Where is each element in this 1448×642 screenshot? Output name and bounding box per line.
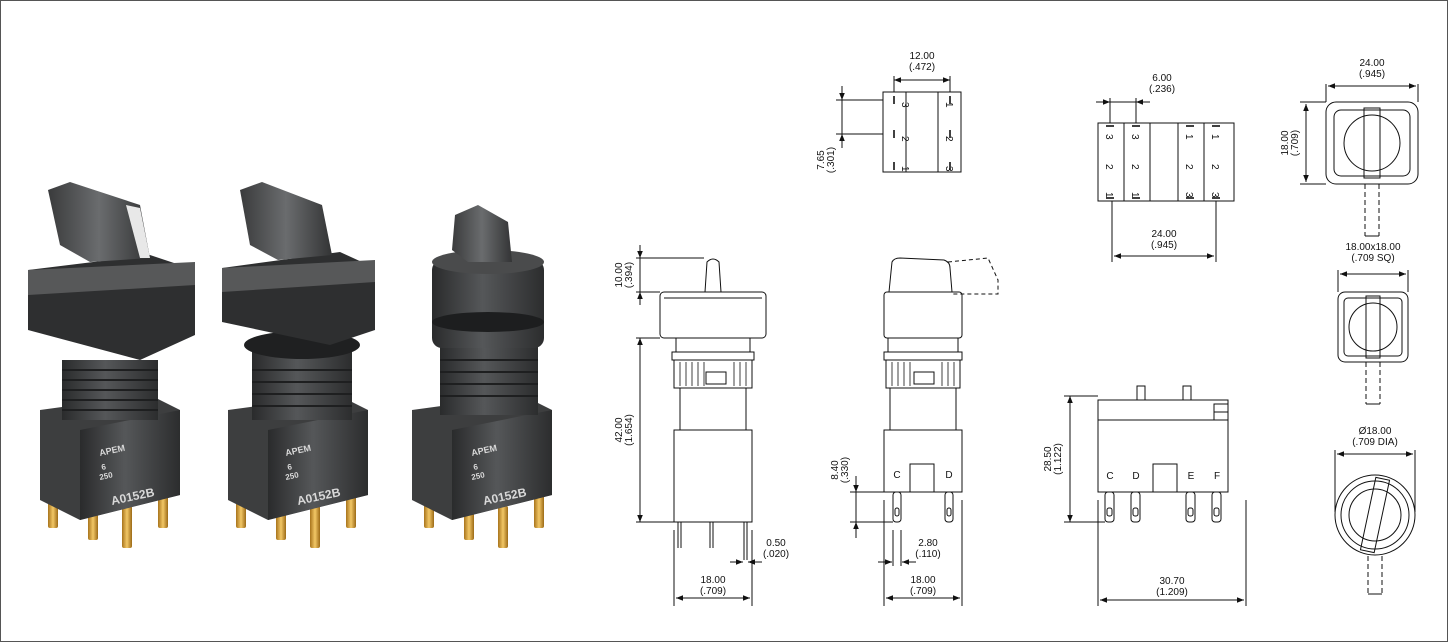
dim-front-width-in: (.709) [700,586,726,597]
switch-photo-3: APEM 6 250 A0152B [412,205,552,548]
fl-col2-pin-3: 3 [1129,134,1140,140]
footprint-large-dimensions [1096,99,1214,259]
dim-fs-pitch: 7.65 [816,150,827,170]
footprint-small [836,76,962,173]
large-pin-label-c: C [1106,471,1113,482]
dim-bezel-rect-h: 18.00 [1280,130,1291,155]
dim-bezel-rect-w-in: (.945) [1359,69,1385,80]
fs-right-pin-3: 3 [943,166,954,172]
side-view-large-dimensions [1067,396,1244,603]
fl-col1-pin-3: 3 [1103,134,1114,140]
pins-2 [236,490,356,548]
bezel-rect [1300,84,1419,237]
dim-sl-width-in: (1.209) [1156,587,1188,598]
dim-side-width: 18.00 [910,575,935,586]
dim-bezel-round: Ø18.00 [1359,426,1392,437]
dim-front-width: 18.00 [700,575,725,586]
photo-rating-bottom: 250 [471,470,486,482]
dim-knob-height: 10.00 [614,262,625,287]
dim-fs-width-in: (.472) [909,62,935,73]
dim-body-height: 42.00 [614,417,625,442]
fl-col1-pin-2: 2 [1103,164,1114,170]
dim-sl-height: 28.50 [1043,446,1054,471]
large-pin-label-d: D [1132,471,1139,482]
fs-left-pin-2: 2 [899,136,910,142]
side-view [850,257,999,606]
dim-sl-width: 30.70 [1159,576,1184,587]
fl-col4-pin-1: 1 [1209,134,1220,140]
fs-right-pin-1: 1 [943,102,954,108]
dim-pin-pitch: 2.80 [918,538,938,549]
footprint-small-dimensions [839,77,950,148]
fl-col4-pin-3: 3 [1209,192,1220,198]
fl-col1-pin-1: 1 [1103,192,1114,198]
dim-bezel-rect-w: 24.00 [1359,58,1384,69]
front-view [636,257,767,606]
photo-rating-top: 6 [101,462,108,472]
side-view-dimensions [853,476,960,601]
dim-sl-height-in: (1.122) [1053,443,1064,475]
dim-bezel-square-in: (.709 SQ) [1351,253,1394,264]
fl-col3-pin-1: 1 [1183,134,1194,140]
dim-pin-pitch-in: (.110) [915,549,940,560]
footprint-large [1097,98,1235,262]
dim-side-width-in: (.709) [910,586,936,597]
dim-pin-length-in: (.330) [840,457,851,483]
bezel-rect-dimensions [1303,83,1416,182]
fs-left-pin-3: 3 [899,102,910,108]
bezel-square [1337,270,1409,405]
dim-pin-length: 8.40 [830,460,841,480]
fs-right-pin-2: 2 [943,136,954,142]
bezel-round [1334,450,1416,595]
fl-col2-pin-1: 1 [1129,192,1140,198]
dim-fl-pitch: 6.00 [1152,73,1172,84]
dim-pin-width-in: (.020) [763,549,789,560]
fl-col3-pin-3: 3 [1183,192,1194,198]
dim-body-height-in: (1.654) [624,414,635,446]
dim-fs-pitch-in: (.301) [826,147,837,173]
side-pin-label-c: C [893,470,900,481]
fl-col2-pin-2: 2 [1129,164,1140,170]
dim-fl-pitch-in: (.236) [1149,84,1175,95]
photo-rating-top: 6 [287,462,294,472]
dim-fl-width-in: (.945) [1151,240,1177,251]
fs-left-pin-1: 1 [899,166,910,172]
dim-bezel-round-in: (.709 DIA) [1352,437,1398,448]
dim-knob-height-in: (.394) [624,262,635,288]
large-pin-label-e: E [1188,471,1195,482]
front-view-dimensions [637,245,762,601]
photo-rating-top: 6 [473,462,480,472]
fl-col4-pin-2: 2 [1209,164,1220,170]
large-pin-label-f: F [1214,471,1220,482]
dim-bezel-rect-h-in: (.709) [1290,130,1301,156]
dim-bezel-square: 18.00x18.00 [1345,242,1400,253]
dim-pin-width: 0.50 [766,538,786,549]
switch-photo-2: APEM 6 250 A0152B [222,182,375,548]
dim-fs-width: 12.00 [909,51,934,62]
side-view-large [1064,385,1247,606]
fl-col3-pin-2: 2 [1183,164,1194,170]
photo-rating-bottom: 250 [285,470,300,482]
side-pin-label-d: D [945,470,952,481]
switch-photo-1: APEM 6 250 A0152B [28,182,195,548]
dim-fl-width: 24.00 [1151,229,1176,240]
photo-rating-bottom: 250 [99,470,114,482]
